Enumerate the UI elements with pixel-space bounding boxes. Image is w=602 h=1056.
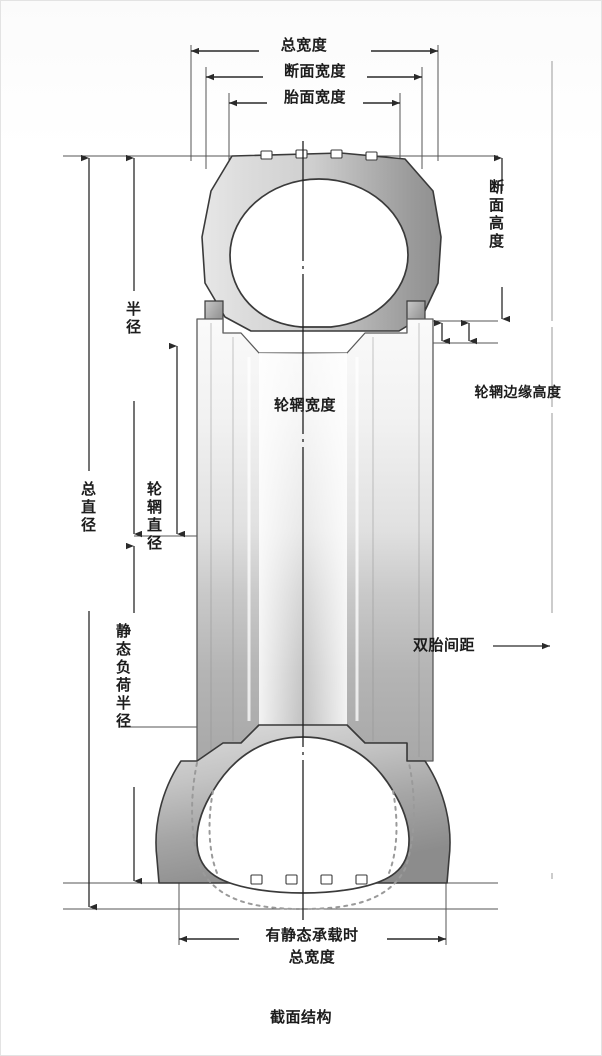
label-overall-width: 总宽度 (280, 36, 328, 54)
label-static-loaded-radius: 静态负荷半径 (114, 623, 132, 731)
label-section-width: 断面宽度 (283, 62, 346, 80)
label-overall-diameter: 总直径 (79, 481, 97, 535)
label-static-load-overall-width-line2: 总宽度 (288, 948, 336, 966)
tire-upper-cross-section (201, 149, 442, 332)
label-section-height: 断面高度 (487, 179, 505, 251)
left-dimension-arrows (81, 154, 219, 911)
undeformed-outline (191, 762, 415, 911)
label-tread-width: 胎面宽度 (283, 88, 346, 106)
top-dimension-arrows (191, 47, 438, 107)
label-rim-diameter: 轮辋直径 (145, 481, 163, 553)
wheel-rim-body (196, 318, 434, 762)
label-rim-width: 轮辋宽度 (273, 396, 336, 414)
label-dual-tire-spacing: 双胎间距 (412, 636, 475, 654)
label-static-load-overall-width-line1: 有静态承载时 (265, 926, 359, 944)
figure-caption: 截面结构 (269, 1008, 332, 1026)
label-radius: 半径 (124, 301, 142, 337)
label-rim-flange-height: 轮辋边缘高度 (474, 385, 562, 401)
